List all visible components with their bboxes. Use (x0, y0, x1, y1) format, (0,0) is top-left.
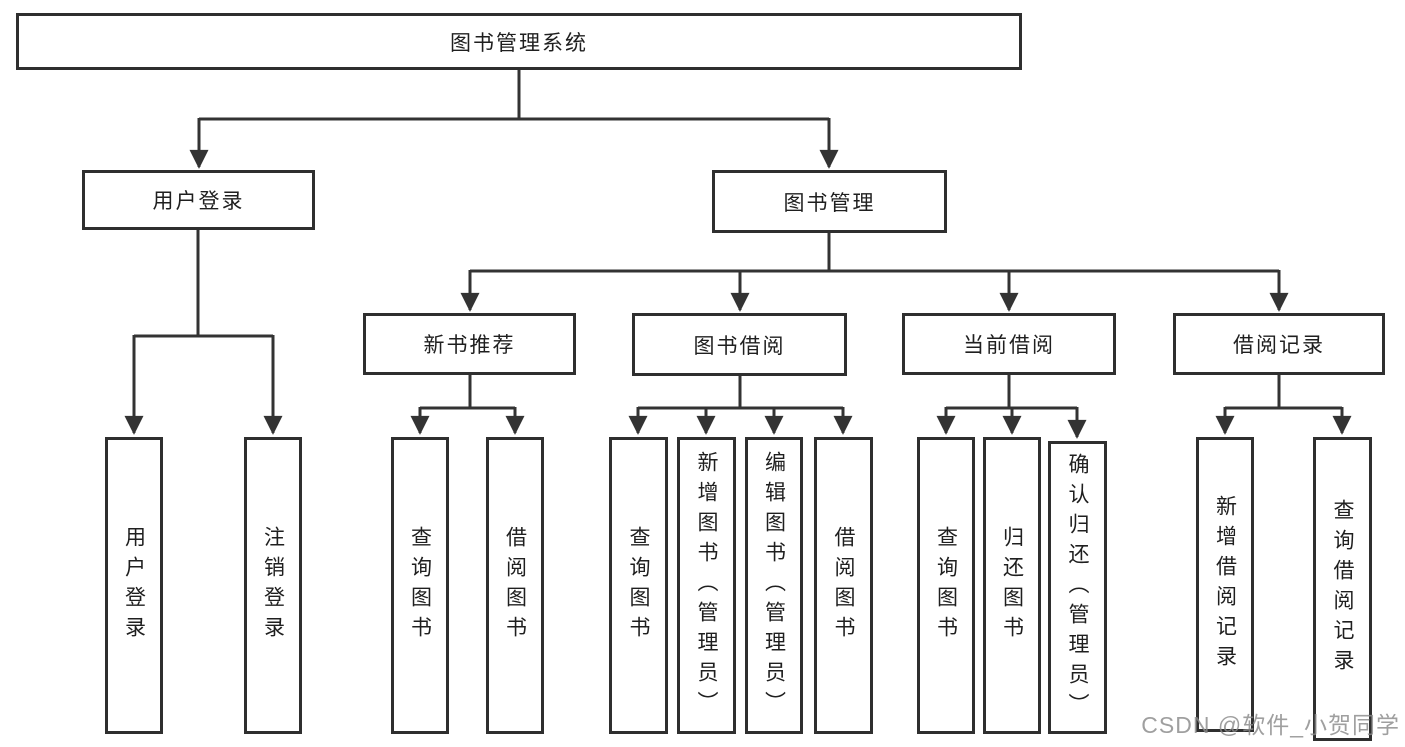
node-bw-query-books: 查询图书 (609, 437, 668, 734)
node-book-borrowing-label: 图书借阅 (693, 334, 786, 358)
node-book-management: 图书管理 (712, 170, 947, 233)
node-rc-query-record-label: 查询借阅记录 (1331, 499, 1354, 679)
node-bw-add-books-admin: 新增图书（管理员） (677, 437, 736, 734)
node-rc-add-record-label: 新增借阅记录 (1213, 494, 1237, 675)
node-logout: 注销登录 (244, 437, 302, 734)
node-book-borrowing: 图书借阅 (632, 313, 847, 376)
node-bw-query-books-label: 查询图书 (627, 525, 650, 646)
node-cr-query-books: 查询图书 (917, 437, 975, 734)
node-cr-query-books-label: 查询图书 (934, 525, 958, 646)
node-user-login-action: 用户登录 (105, 437, 163, 734)
node-user-login-label: 用户登录 (152, 190, 245, 213)
node-cr-return-books: 归还图书 (983, 437, 1041, 734)
node-book-management-label: 图书管理 (783, 191, 876, 215)
node-bw-edit-books-admin: 编辑图书（管理员） (745, 437, 803, 734)
node-root-system: 图书管理系统 (16, 13, 1022, 70)
node-borrowing-records-label: 借阅记录 (1233, 334, 1325, 357)
node-bw-borrow-books-label: 借阅图书 (832, 525, 855, 646)
node-logout-label: 注销登录 (261, 525, 285, 646)
connector-user-login-children (124, 230, 283, 435)
node-root-label: 图书管理系统 (450, 31, 588, 55)
connector-borrow-children (628, 376, 853, 435)
node-nb-query-books-label: 查询图书 (408, 525, 432, 646)
node-rc-query-record: 查询借阅记录 (1313, 437, 1372, 741)
node-user-login-action-label: 用户登录 (122, 525, 146, 646)
node-nb-query-books: 查询图书 (391, 437, 449, 734)
node-bw-add-books-admin-label: 新增图书（管理员） (695, 450, 718, 721)
node-user-login: 用户登录 (82, 170, 315, 230)
node-cr-return-books-label: 归还图书 (1000, 525, 1024, 646)
node-current-borrowing: 当前借阅 (902, 313, 1116, 375)
connector-root-to-level2 (189, 70, 839, 169)
node-nb-borrow-books: 借阅图书 (486, 437, 544, 734)
node-rc-add-record: 新增借阅记录 (1196, 437, 1254, 732)
node-borrowing-records: 借阅记录 (1173, 313, 1385, 375)
node-current-borrowing-label: 当前借阅 (963, 334, 1055, 357)
node-bw-edit-books-admin-label: 编辑图书（管理员） (762, 450, 786, 721)
node-bw-borrow-books: 借阅图书 (814, 437, 873, 734)
node-cr-confirm-return-admin-label: 确认归还（管理员） (1066, 452, 1089, 723)
node-nb-borrow-books-label: 借阅图书 (503, 525, 527, 646)
node-cr-confirm-return-admin: 确认归还（管理员） (1048, 441, 1107, 734)
csdn-watermark: CSDN @软件_小贺同学 (1141, 712, 1400, 738)
connector-book-mgmt-children (460, 233, 1289, 312)
node-new-book-recommend: 新书推荐 (363, 313, 576, 375)
connector-records-children (1215, 375, 1352, 435)
connector-current-children (936, 375, 1087, 439)
node-new-book-recommend-label: 新书推荐 (423, 334, 516, 357)
connector-new-books-children (410, 375, 525, 435)
